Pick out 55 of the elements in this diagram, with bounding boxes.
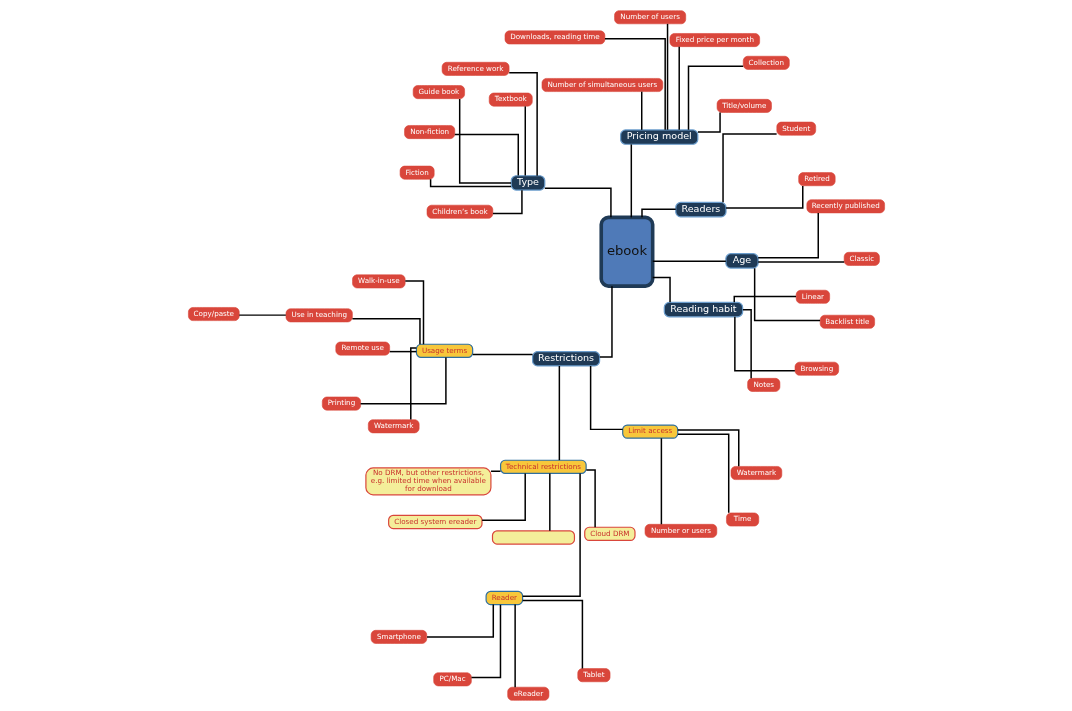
connector (696, 111, 721, 133)
connector (630, 143, 632, 219)
connector (676, 433, 729, 514)
connector (521, 472, 581, 597)
connector (677, 45, 680, 131)
connector (733, 295, 797, 304)
connector (603, 38, 666, 131)
connector (756, 261, 845, 263)
connector (589, 365, 623, 431)
connector (491, 189, 523, 215)
connector (676, 429, 739, 468)
connector (513, 603, 516, 688)
node-box (491, 530, 575, 545)
connector (351, 317, 421, 345)
connector (724, 185, 803, 209)
connector (660, 437, 662, 525)
connector (721, 133, 777, 204)
connector (425, 603, 494, 638)
connector (404, 280, 424, 345)
connector (687, 65, 744, 131)
connector (753, 267, 821, 322)
node-box: Restrictions (531, 351, 600, 367)
connector (741, 309, 752, 379)
connector (489, 470, 501, 472)
connector (640, 90, 642, 131)
connector (585, 469, 596, 528)
connector (429, 178, 512, 188)
connector (651, 260, 727, 263)
node-box: Type (510, 175, 545, 191)
connector (521, 599, 583, 670)
connector (480, 472, 526, 522)
connector (558, 365, 560, 461)
connector (359, 356, 447, 405)
node-box: ebook (598, 215, 654, 288)
node-box: Pricing model (619, 129, 698, 145)
connector (543, 187, 612, 218)
connector (409, 347, 417, 421)
connector (524, 105, 526, 177)
connector (651, 276, 671, 304)
connector (666, 23, 668, 131)
node-box: Readers (674, 201, 727, 218)
connector (470, 604, 501, 679)
connector (640, 208, 676, 218)
node-box: Age (724, 253, 759, 269)
connector (453, 133, 519, 177)
connector (458, 98, 512, 184)
connector (733, 316, 796, 372)
connector (238, 314, 287, 316)
connector (756, 212, 819, 259)
connector (548, 472, 551, 532)
connector (508, 72, 538, 177)
connector (471, 353, 533, 356)
connector (388, 350, 417, 353)
connector (598, 285, 613, 358)
node-box: Reading habit (663, 301, 743, 318)
